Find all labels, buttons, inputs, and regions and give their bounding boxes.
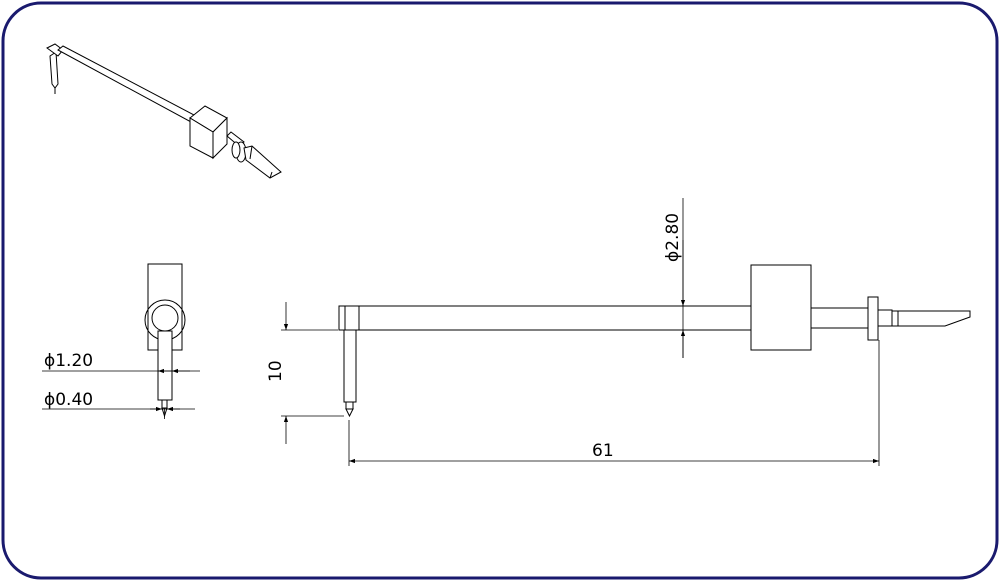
dim-length: 61: [592, 441, 614, 461]
side-view: ϕ1.20 ϕ0.40: [42, 263, 200, 419]
dim-shaft-diameter: ϕ2.80: [663, 213, 683, 262]
front-view: ϕ2.80 10 61: [266, 198, 971, 466]
dim-tip-diameter: ϕ0.40: [44, 390, 93, 410]
dim-probe-diameter: ϕ1.20: [44, 351, 93, 371]
dim-height: 10: [266, 360, 286, 382]
isometric-view: [46, 43, 282, 179]
